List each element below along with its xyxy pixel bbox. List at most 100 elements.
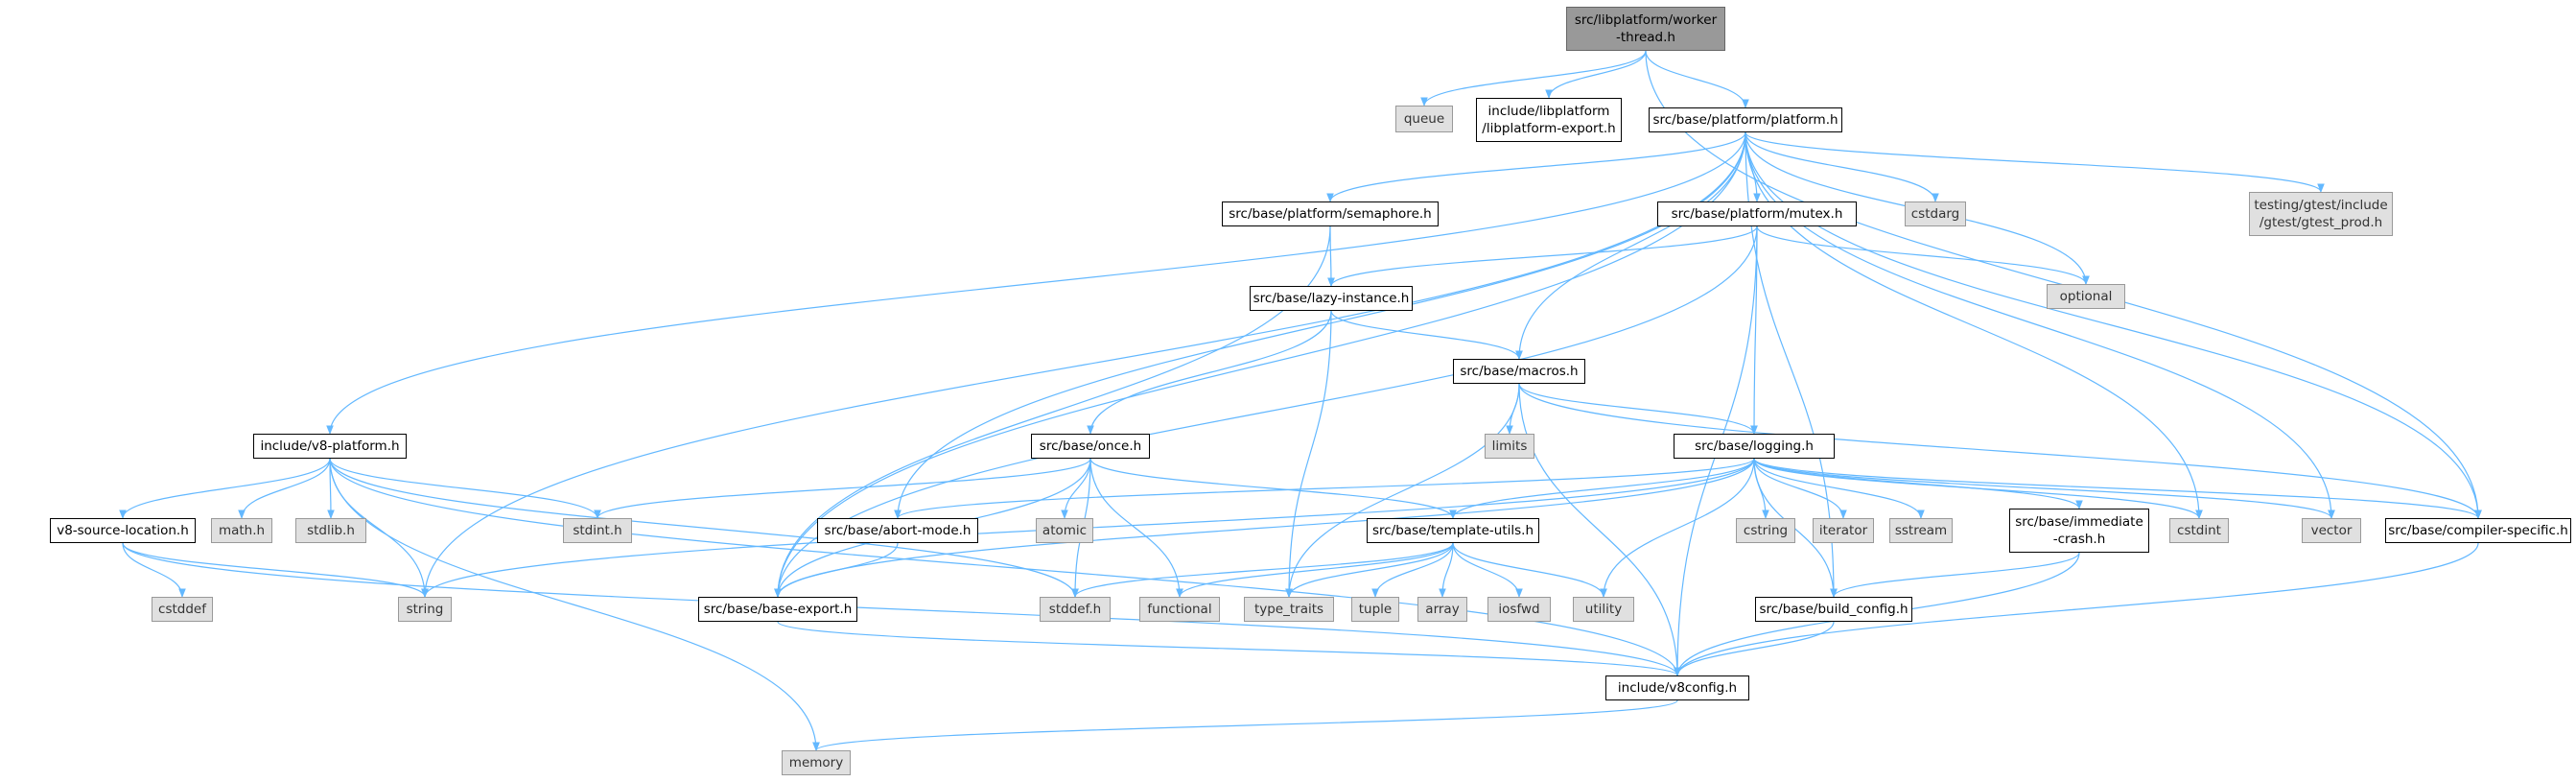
edge-platform-to-macros — [1515, 131, 1746, 360]
edge-logging-to-iterator — [1753, 458, 1847, 519]
edge-compiler-specific-to-v8config — [1674, 542, 2479, 676]
edge-logging-to-compiler-specific — [1753, 458, 2482, 519]
node-v8-platform[interactable]: include/v8-platform.h — [253, 434, 407, 459]
edge-macros-to-compiler-specific — [1518, 383, 2482, 519]
edge-template-utils-to-type-traits — [1285, 542, 1454, 598]
edge-platform-to-semaphore — [1326, 131, 1746, 202]
edge-macros-to-type-traits — [1285, 383, 1520, 598]
edge-mutex-to-lazy-instance — [1327, 225, 1758, 287]
node-macros[interactable]: src/base/macros.h — [1453, 359, 1585, 384]
edge-logging-to-sstream — [1753, 458, 1925, 519]
node-utility[interactable]: utility — [1573, 597, 1634, 622]
edge-template-utils-to-stddef-h — [1071, 542, 1454, 598]
node-base-export[interactable]: src/base/base-export.h — [698, 597, 857, 622]
edge-logging-to-abort-mode — [894, 458, 1755, 519]
edge-worker-thread-to-libplatform-export — [1545, 50, 1647, 99]
node-stddef-h[interactable]: stddef.h — [1040, 597, 1111, 622]
node-string[interactable]: string — [398, 597, 452, 622]
edge-build-config-to-v8config — [1674, 621, 1835, 676]
edge-template-utils-to-tuple — [1371, 542, 1454, 598]
node-type-traits[interactable]: type_traits — [1244, 597, 1334, 622]
edge-mutex-to-optional — [1756, 225, 2090, 285]
node-abort-mode[interactable]: src/base/abort-mode.h — [817, 518, 978, 543]
edge-once-to-atomic — [1061, 458, 1091, 519]
edge-v8-source-location-to-v8config — [122, 542, 1681, 676]
edge-macros-to-v8config — [1518, 383, 1681, 676]
edge-once-to-template-utils — [1089, 458, 1457, 519]
edge-worker-thread-to-platform — [1645, 50, 1749, 108]
node-immediate-crash[interactable]: src/base/immediate -crash.h — [2009, 509, 2149, 553]
edge-base-export-to-v8config — [777, 621, 1681, 676]
node-v8config[interactable]: include/v8config.h — [1605, 675, 1749, 700]
edge-immediate-crash-to-build-config — [1830, 552, 2080, 598]
edge-logging-to-vector — [1753, 458, 2335, 519]
edge-lazy-instance-to-type-traits — [1285, 310, 1332, 598]
edges — [119, 50, 2482, 751]
node-template-utils[interactable]: src/base/template-utils.h — [1367, 518, 1539, 543]
edge-semaphore-to-lazy-instance — [1327, 225, 1335, 287]
edge-v8-platform-to-math-h — [238, 458, 331, 519]
edge-once-to-stdint-h — [594, 458, 1091, 519]
edge-logging-to-utility — [1600, 458, 1755, 598]
node-stdlib-h[interactable]: stdlib.h — [295, 518, 366, 543]
node-stdint-h[interactable]: stdint.h — [563, 518, 632, 543]
edge-v8-platform-to-stdint-h — [329, 458, 601, 519]
edge-platform-to-cstdarg — [1745, 131, 1939, 202]
edge-logging-to-template-utils — [1449, 458, 1755, 519]
edge-logging-to-cstdint — [1753, 458, 2203, 519]
edge-v8-platform-to-v8config — [329, 458, 1681, 676]
node-cstdint[interactable]: cstdint — [2169, 518, 2229, 543]
node-once[interactable]: src/base/once.h — [1031, 434, 1150, 459]
node-libplatform-export[interactable]: include/libplatform /libplatform-export.… — [1476, 98, 1622, 142]
node-gtest-prod[interactable]: testing/gtest/include /gtest/gtest_prod.… — [2249, 192, 2393, 236]
edge-lazy-instance-to-once — [1087, 310, 1332, 435]
edge-platform-to-gtest-prod — [1745, 131, 2325, 193]
edge-abort-mode-to-base-export — [774, 542, 899, 598]
node-vector[interactable]: vector — [2302, 518, 2361, 543]
edge-platform-to-compiler-specific — [1745, 131, 2482, 519]
edge-once-to-functional — [1089, 458, 1183, 598]
edge-platform-to-vector — [1745, 131, 2335, 519]
node-cstring[interactable]: cstring — [1736, 518, 1795, 543]
node-functional[interactable]: functional — [1139, 597, 1220, 622]
edge-platform-to-abort-mode — [894, 131, 1746, 519]
node-memory[interactable]: memory — [782, 750, 851, 775]
node-math-h[interactable]: math.h — [211, 518, 272, 543]
node-iterator[interactable]: iterator — [1813, 518, 1874, 543]
node-build-config[interactable]: src/base/build_config.h — [1755, 597, 1912, 622]
node-semaphore[interactable]: src/base/platform/semaphore.h — [1222, 201, 1439, 226]
node-sstream[interactable]: sstream — [1889, 518, 1953, 543]
edge-lazy-instance-to-macros — [1330, 310, 1523, 360]
edge-v8config-to-memory — [812, 699, 1678, 751]
node-limits[interactable]: limits — [1485, 434, 1534, 459]
node-tuple[interactable]: tuple — [1351, 597, 1399, 622]
node-v8-source-location[interactable]: v8-source-location.h — [50, 518, 196, 543]
node-cstdarg[interactable]: cstdarg — [1905, 201, 1966, 226]
node-array[interactable]: array — [1417, 597, 1467, 622]
edge-template-utils-to-array — [1439, 542, 1454, 598]
node-mutex[interactable]: src/base/platform/mutex.h — [1657, 201, 1857, 226]
node-queue[interactable]: queue — [1395, 106, 1453, 132]
node-optional[interactable]: optional — [2047, 284, 2125, 309]
node-atomic[interactable]: atomic — [1036, 518, 1093, 543]
node-iosfwd[interactable]: iosfwd — [1487, 597, 1551, 622]
edge-platform-to-v8-platform — [326, 131, 1746, 435]
edge-template-utils-to-utility — [1452, 542, 1607, 598]
node-logging[interactable]: src/base/logging.h — [1674, 434, 1835, 459]
node-lazy-instance[interactable]: src/base/lazy-instance.h — [1250, 286, 1413, 311]
node-compiler-specific[interactable]: src/base/compiler-specific.h — [2385, 518, 2571, 543]
edge-v8-source-location-to-cstddef — [122, 542, 186, 598]
node-platform[interactable]: src/base/platform/platform.h — [1649, 107, 1842, 132]
edge-worker-thread-to-queue — [1420, 50, 1647, 107]
edge-template-utils-to-functional — [1176, 542, 1454, 598]
edge-v8-platform-to-memory — [329, 458, 820, 751]
edge-template-utils-to-iosfwd — [1452, 542, 1523, 598]
edge-v8-platform-to-v8-source-location — [119, 458, 331, 519]
edge-v8-platform-to-stddef-h — [329, 458, 1079, 598]
edge-logging-to-immediate-crash — [1753, 458, 2083, 509]
edge-macros-to-logging — [1518, 383, 1758, 435]
node-worker-thread: src/libplatform/worker -thread.h — [1566, 7, 1725, 51]
edge-v8-source-location-to-string — [122, 542, 429, 598]
node-cstddef[interactable]: cstddef — [152, 597, 213, 622]
